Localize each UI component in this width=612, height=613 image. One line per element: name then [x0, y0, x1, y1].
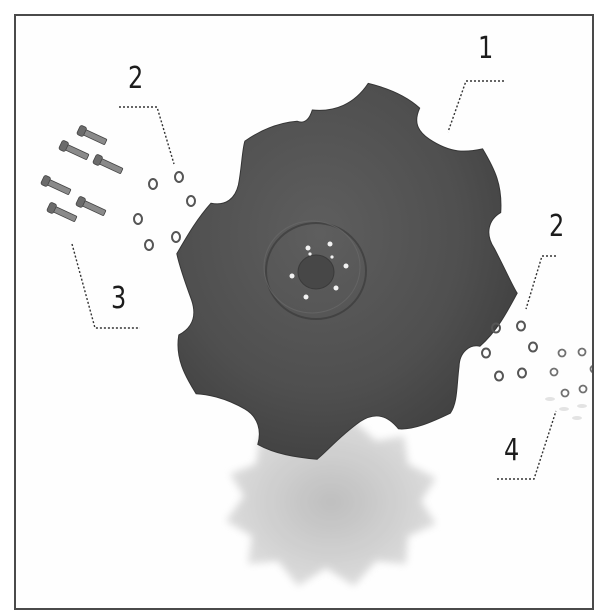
callout-2-left: 2 — [128, 64, 143, 94]
callout-2-right: 2 — [549, 212, 564, 242]
leader-3 — [72, 244, 140, 328]
serrated-disc — [177, 83, 517, 459]
diagram-frame: 1 2 2 3 4 — [14, 14, 594, 610]
callout-3: 3 — [111, 284, 126, 314]
callout-1: 1 — [478, 34, 493, 64]
leader-2-right — [526, 256, 556, 309]
nut-shadows — [545, 397, 587, 420]
exploded-assembly — [16, 16, 594, 610]
bolts — [40, 125, 123, 224]
leader-2-left — [119, 107, 174, 164]
nuts — [551, 349, 595, 397]
callout-4: 4 — [504, 436, 519, 466]
leader-1 — [448, 81, 504, 132]
disc-center-boss — [298, 255, 334, 289]
